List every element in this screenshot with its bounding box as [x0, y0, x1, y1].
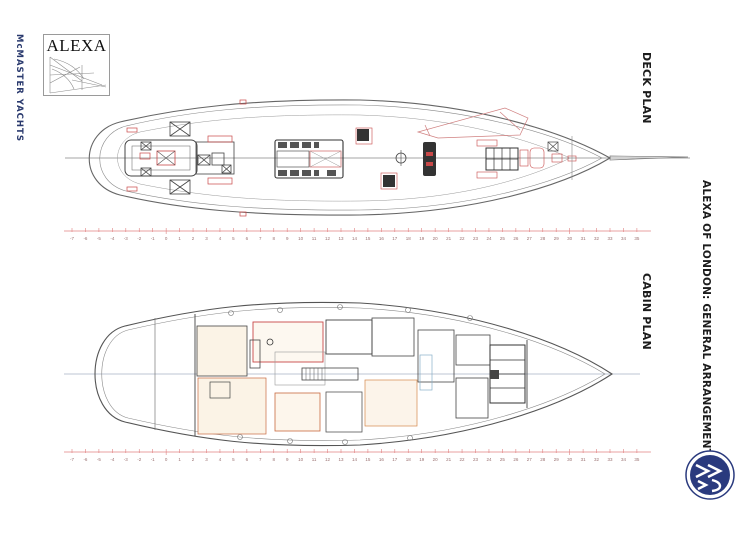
deck-plan-label: DECK PLAN [640, 52, 653, 124]
scale-tick-label: 25 [500, 236, 506, 241]
scale-tick-label: 3 [205, 457, 208, 462]
scale-tick-label: 8 [272, 457, 275, 462]
scale-tick-label: 20 [433, 457, 439, 462]
scale-tick-label: 7 [259, 236, 262, 241]
scale-tick-label: 6 [246, 457, 249, 462]
scale-tick-label: 10 [298, 457, 304, 462]
scale-tick-label: 27 [527, 236, 533, 241]
scale-tick-label: 33 [607, 236, 613, 241]
scale-tick-label: 12 [325, 457, 331, 462]
scale-tick-label: -6 [83, 236, 87, 241]
scale-tick-label: -5 [97, 236, 101, 241]
scale-tick-label: 28 [540, 457, 546, 462]
scale-tick-label: -1 [151, 457, 155, 462]
scale-tick-label: 5 [232, 457, 235, 462]
scale-tick-label: 22 [460, 236, 466, 241]
mcmaster-yachts-monogram-icon [685, 450, 735, 500]
scale-tick-label: 25 [500, 457, 506, 462]
scale-tick-label: 17 [392, 236, 398, 241]
scale-tick-label: 24 [486, 457, 492, 462]
scale-tick-label: -3 [124, 236, 128, 241]
scale-tick-label: -1 [151, 236, 155, 241]
scale-tick-label: 2 [192, 457, 195, 462]
scale-tick-label: 30 [567, 457, 573, 462]
scale-tick-label: 4 [219, 236, 222, 241]
scale-tick-label: 17 [392, 457, 398, 462]
scale-tick-label: 34 [621, 236, 627, 241]
scale-tick-label: -5 [97, 457, 101, 462]
scale-tick-label: 33 [607, 457, 613, 462]
scale-tick-label: 15 [365, 457, 371, 462]
scale-tick-label: 0 [165, 457, 168, 462]
scale-tick-label: 19 [419, 236, 425, 241]
scale-tick-label: 32 [594, 457, 600, 462]
scale-tick-label: 20 [433, 236, 439, 241]
cabin-plan-label: CABIN PLAN [640, 273, 653, 350]
scale-tick-label: 32 [594, 236, 600, 241]
scale-tick-label: 31 [581, 457, 587, 462]
scale-tick-label: 21 [446, 236, 452, 241]
scale-tick-label: 23 [473, 236, 479, 241]
scale-tick-label: 16 [379, 236, 385, 241]
scale-tick-label: -7 [70, 236, 74, 241]
scale-tick-label: 35 [634, 457, 640, 462]
scale-tick-label: 26 [513, 457, 519, 462]
brand-name: McMASTER YACHTS [14, 34, 24, 142]
scale-tick-label: 10 [298, 236, 304, 241]
document-title: ALEXA OF LONDON: GENERAL ARRANGEMENT [700, 180, 712, 457]
scale-tick-label: -4 [110, 457, 114, 462]
scale-tick-label: 4 [219, 457, 222, 462]
scale-tick-label: -6 [83, 457, 87, 462]
logo-title: ALEXA [46, 36, 107, 55]
scale-tick-label: 14 [352, 236, 358, 241]
scale-tick-label: 3 [205, 236, 208, 241]
scale-tick-label: 28 [540, 236, 546, 241]
scale-tick-label: 27 [527, 457, 533, 462]
scale-tick-label: -4 [110, 236, 114, 241]
scale-tick-label: 18 [406, 457, 412, 462]
scale-tick-label: 11 [312, 236, 317, 241]
scale-tick-label: 26 [513, 236, 519, 241]
scale-tick-label: -2 [137, 457, 141, 462]
scale-tick-label: 9 [286, 236, 289, 241]
sail-sketch-icon [49, 56, 107, 94]
scale-tick-label: 18 [406, 236, 412, 241]
scale-tick-label: 34 [621, 457, 627, 462]
scale-tick-label: 6 [246, 236, 249, 241]
scale-tick-label: 13 [338, 457, 344, 462]
scale-tick-label: 35 [634, 236, 640, 241]
scale-tick-label: 22 [460, 457, 466, 462]
scale-tick-label: -7 [70, 457, 74, 462]
scale-tick-label: 1 [178, 236, 181, 241]
scale-tick-label: 24 [486, 236, 492, 241]
scale-tick-label: 0 [165, 236, 168, 241]
scale-tick-label: 23 [473, 457, 479, 462]
scale-tick-label: -3 [124, 457, 128, 462]
scale-tick-label: 31 [581, 236, 587, 241]
scale-tick-label: 30 [567, 236, 573, 241]
scale-tick-label: 15 [365, 236, 371, 241]
scale-tick-label: 1 [178, 457, 181, 462]
yacht-logo: ALEXA [43, 34, 110, 96]
scale-tick-label: 2 [192, 236, 195, 241]
scale-tick-label: 12 [325, 236, 331, 241]
scale-tick-label: 5 [232, 236, 235, 241]
scale-tick-label: 14 [352, 457, 358, 462]
scale-tick-label: 19 [419, 457, 425, 462]
scale-tick-label: 21 [446, 457, 452, 462]
scale-tick-label: 7 [259, 457, 262, 462]
scale-tick-label: 13 [338, 236, 344, 241]
scale-tick-label: 16 [379, 457, 385, 462]
scale-tick-label: 29 [554, 457, 560, 462]
scale-tick-label: -2 [137, 236, 141, 241]
scale-tick-label: 29 [554, 236, 560, 241]
scale-tick-label: 8 [272, 236, 275, 241]
scale-tick-label: 9 [286, 457, 289, 462]
scale-tick-label: 11 [312, 457, 317, 462]
